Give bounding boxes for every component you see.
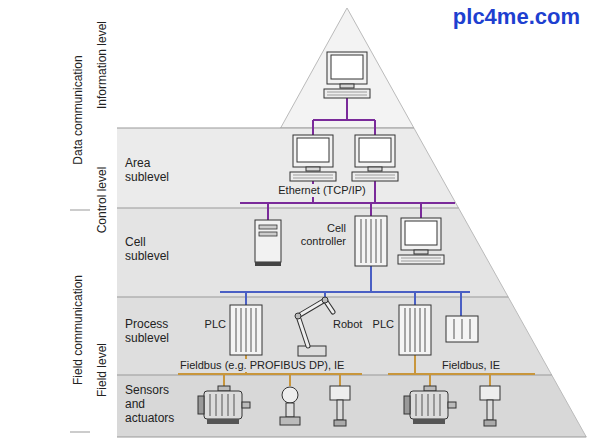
device-label: PLC [371, 318, 396, 331]
level-label: Field level [96, 343, 110, 397]
sublevel-label: Process sublevel [125, 318, 183, 346]
transmitter-icon [280, 387, 300, 425]
sensor-icon [480, 386, 500, 426]
level-separators [70, 128, 586, 437]
computer-icon [398, 218, 444, 264]
level-label: Control level [96, 167, 110, 234]
device-label: Robot [331, 318, 364, 331]
fieldbus-wiring [178, 355, 535, 386]
motor-icon [404, 386, 456, 424]
level-label: Information level [96, 21, 110, 109]
computer-icon [324, 52, 370, 98]
sublevel-label: Area sublevel [125, 157, 183, 185]
plc-icon [230, 305, 262, 355]
ethernet-wiring [240, 98, 455, 220]
watermark: plc4me.com [453, 4, 580, 29]
pyramid-bands [117, 8, 586, 437]
robot-icon [295, 297, 333, 356]
io-module-icon [446, 316, 478, 342]
computer-icon [352, 135, 398, 181]
server-icon [255, 220, 281, 266]
group-label: Data communication [72, 55, 86, 164]
sublevel-label: Sensors and actuators [125, 384, 183, 425]
device-label: PLC [203, 318, 228, 331]
cell-controller-icon [355, 216, 387, 266]
sublevel-label: Cell sublevel [125, 236, 183, 264]
computer-icon [290, 135, 336, 181]
group-label: Field communication [72, 275, 86, 385]
device-label: Cell controller [288, 222, 348, 247]
sensor-icon [330, 386, 350, 426]
network-label: Fieldbus, IE [440, 359, 502, 372]
motor-icon [198, 386, 250, 424]
network-label: Fieldbus (e.g. PROFIBUS DP), IE [178, 359, 346, 372]
network-label: Ethernet (TCP/IP) [276, 184, 367, 197]
plc-icon [399, 305, 431, 355]
